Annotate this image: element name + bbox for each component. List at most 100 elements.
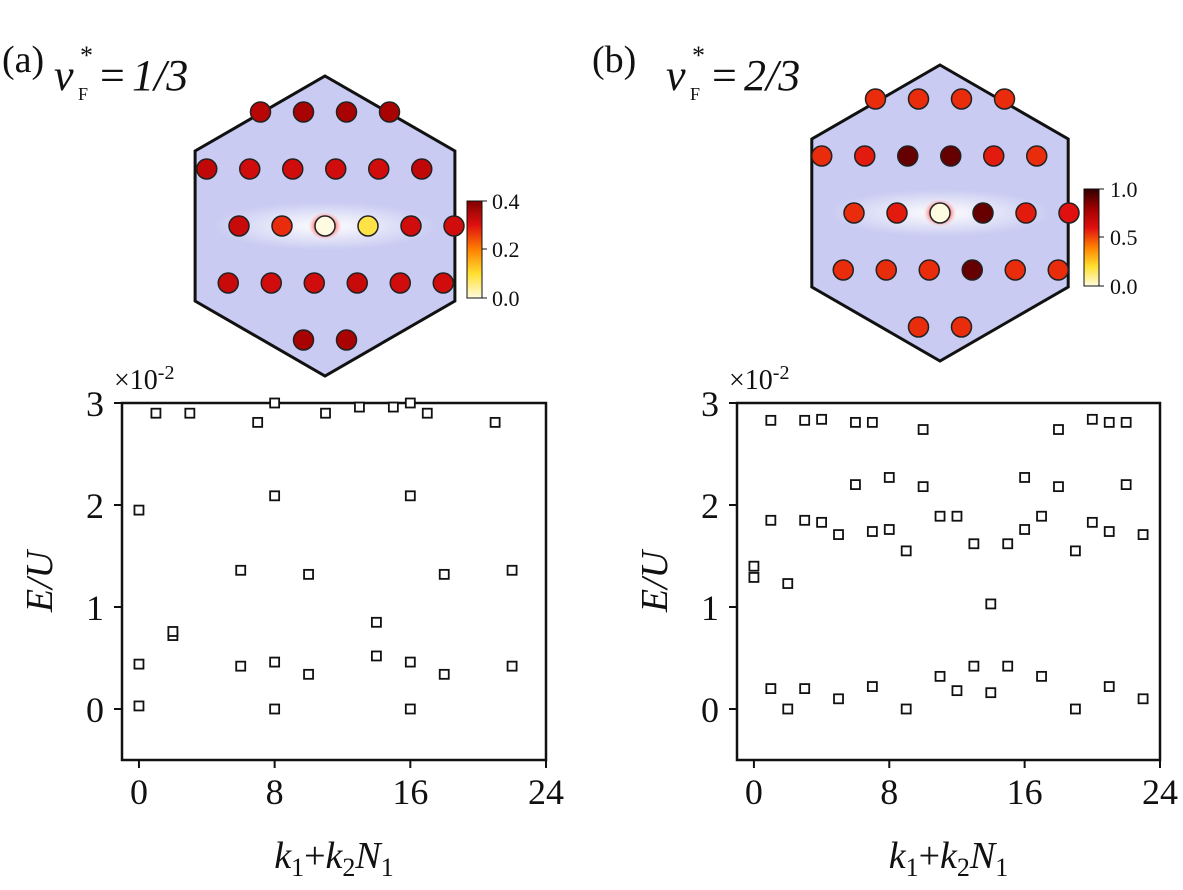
density-dot [961, 259, 983, 281]
data-point [133, 504, 145, 516]
density-dot [864, 88, 887, 110]
data-point [934, 670, 946, 682]
data-point [866, 416, 878, 428]
data-point [354, 401, 365, 413]
nu-symbol-a: ν [54, 51, 74, 100]
density-dot [875, 259, 897, 281]
data-point [833, 693, 844, 705]
density-dot [335, 101, 358, 123]
density-dot [378, 101, 401, 123]
data-point [1036, 510, 1047, 522]
density-dot [950, 88, 973, 110]
density-dot [228, 215, 250, 237]
data-point [883, 472, 895, 483]
data-point [404, 656, 416, 668]
x-axis-label: k1+k2N1 [274, 835, 394, 882]
x-tick-label: 8 [266, 772, 284, 812]
y-axis-label: E/U [634, 548, 676, 613]
inset-hexagon-b [810, 63, 1080, 363]
data-point [438, 668, 450, 680]
data-point [900, 703, 912, 715]
x-tick-label: 8 [880, 772, 898, 812]
data-point [782, 703, 794, 715]
colorbar-b-tick-0: 1.0 [1110, 177, 1138, 202]
density-dot [314, 215, 336, 237]
x-tick-label: 0 [745, 772, 763, 812]
nu-sup-b: * [692, 41, 705, 70]
x-tick-label: 0 [130, 772, 148, 812]
density-dot [303, 272, 325, 294]
density-dot [346, 272, 368, 294]
density-dot [400, 215, 422, 237]
data-point [799, 414, 811, 426]
y-tick-label: 1 [701, 588, 719, 628]
nu-symbol-b: ν [666, 51, 686, 100]
svg-text:ν: ν [54, 51, 74, 100]
data-point [1053, 424, 1064, 435]
data-point [235, 564, 247, 576]
data-point [1002, 538, 1014, 550]
data-point [167, 626, 179, 637]
density-dot [929, 202, 951, 224]
density-dot [854, 145, 876, 167]
data-point [269, 397, 281, 409]
data-point [404, 490, 416, 502]
data-point [934, 510, 946, 522]
plot-frame [120, 401, 548, 762]
x-tick-label: 16 [392, 772, 428, 812]
density-dot [239, 158, 261, 180]
density-dot [993, 88, 1016, 110]
density-dot [1026, 145, 1048, 167]
data-point [883, 524, 895, 535]
data-point [816, 413, 827, 425]
data-point [506, 660, 518, 672]
data-point [799, 514, 811, 526]
density-dot [832, 259, 854, 281]
hexagon-outline [193, 74, 457, 378]
density-dot [335, 329, 358, 351]
panel-b-label: (b) [592, 39, 636, 81]
density-dot [260, 272, 282, 294]
data-point [985, 598, 997, 610]
data-point [320, 407, 331, 419]
density-dot [325, 158, 347, 180]
data-point [1137, 693, 1149, 705]
colorbar-b: 1.0 0.5 0.0 [1083, 177, 1138, 299]
data-point [133, 658, 145, 670]
svg-text:=: = [712, 51, 737, 100]
data-point [387, 401, 399, 413]
data-point [1103, 416, 1115, 428]
x-tick-label: 24 [528, 772, 564, 812]
data-point [133, 700, 145, 712]
data-point [917, 424, 929, 435]
density-dot [1058, 202, 1080, 224]
data-point [1137, 529, 1149, 540]
density-dot [940, 145, 962, 167]
y-multiplier: ×10-2 [729, 362, 789, 396]
colorbar-a-tick-2: 0.0 [492, 286, 520, 311]
plot-frame [735, 401, 1162, 762]
data-point [1086, 516, 1098, 528]
data-point [1019, 524, 1031, 535]
colorbar-a-tick-0: 0.4 [492, 189, 520, 214]
data-point [404, 397, 416, 409]
data-point [951, 510, 963, 522]
y-multiplier: ×10-2 [114, 362, 174, 396]
data-point [850, 416, 861, 428]
density-dot [432, 272, 454, 294]
data-point [303, 568, 314, 580]
density-dot [1015, 202, 1037, 224]
data-point [968, 538, 980, 550]
density-dot [1047, 259, 1069, 281]
y-tick-label: 2 [86, 486, 104, 526]
data-point [269, 490, 281, 502]
density-dot [357, 215, 379, 237]
panel-a-label: (a) [2, 39, 44, 81]
data-point [1103, 526, 1115, 537]
data-point [917, 481, 929, 493]
density-dot [886, 202, 908, 224]
data-point [765, 414, 777, 426]
